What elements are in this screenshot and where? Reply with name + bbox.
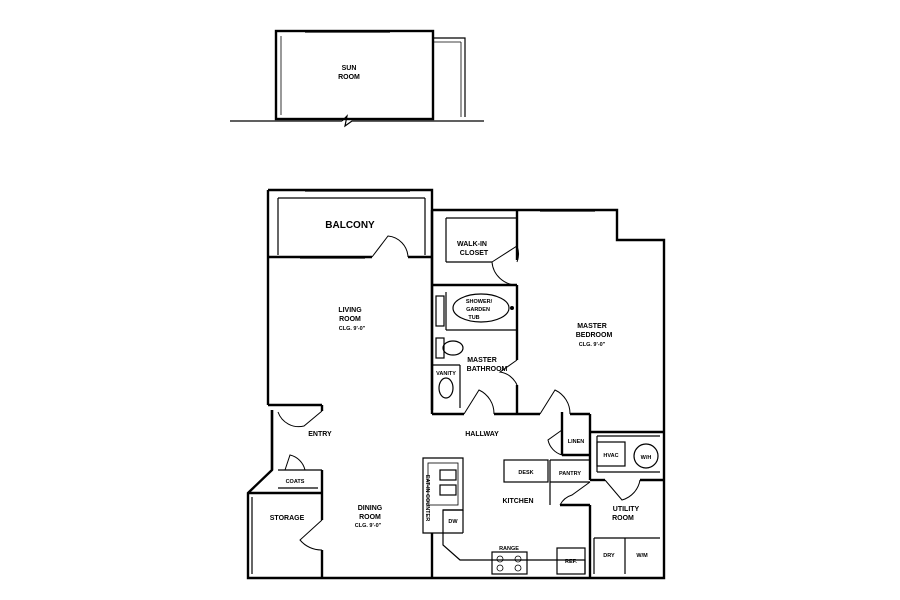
shower-label-3: TUB	[468, 315, 479, 321]
door-swings	[277, 235, 641, 551]
kitchen-label: KITCHEN	[502, 498, 533, 505]
dining-room-label-2: ROOM	[359, 514, 381, 521]
tub-drain	[510, 306, 514, 310]
coats-label: COATS	[286, 479, 305, 485]
sun-room-label: SUN	[342, 65, 357, 72]
vanity-label: VANITY	[436, 371, 456, 377]
master-bathroom-label-2: BATHROOM	[467, 366, 508, 373]
tub-fixture	[452, 293, 510, 323]
living-room-label: LIVING	[338, 307, 362, 314]
toilet-bowl	[442, 340, 464, 356]
entry-label: ENTRY	[308, 431, 332, 438]
living-room-label-2: ROOM	[339, 316, 361, 323]
bath-shelf	[435, 295, 445, 327]
pantry-label: PANTRY	[559, 471, 581, 477]
balcony-label: BALCONY	[325, 220, 375, 231]
kitchen-sink-bowl-1	[439, 469, 457, 481]
toilet-tank	[435, 337, 445, 359]
master-bedroom-label-2: BEDROOM	[576, 332, 613, 339]
storage-label: STORAGE	[270, 515, 305, 522]
walk-in-closet-label-2: CLOSET	[460, 250, 489, 257]
shower-label-2: GARDEN	[466, 307, 490, 313]
master-bedroom-label: MASTER	[577, 323, 607, 330]
desk-label: DESK	[518, 470, 533, 476]
master-bedroom-ceiling: CLG. 9'-0"	[579, 342, 606, 348]
linen-label: LINEN	[568, 439, 585, 445]
refrigerator-label: REF.	[565, 559, 577, 565]
range-fixture	[491, 551, 528, 575]
water-heater-label: W/H	[641, 455, 652, 461]
walk-in-closet-label: WALK-IN	[457, 241, 487, 248]
dining-room-ceiling: CLG. 9'-0"	[355, 523, 382, 529]
dishwasher-label: DW	[448, 519, 458, 525]
hvac-fixture	[596, 441, 626, 467]
utility-room-label-2: ROOM	[612, 515, 634, 522]
fixtures	[435, 293, 659, 575]
master-bathroom-label: MASTER	[467, 357, 497, 364]
refrigerator-fixture	[556, 547, 586, 575]
sun-room-label-2: ROOM	[338, 74, 360, 81]
dining-room-label: DINING	[358, 505, 383, 512]
shower-label: SHOWER/	[466, 299, 493, 305]
living-room-ceiling: CLG. 9'-0"	[339, 326, 366, 332]
utility-room-label: UTILITY	[613, 506, 640, 513]
apartment-walls	[246, 188, 666, 580]
eat-in-counter-label: EAT-IN COUNTER	[424, 475, 430, 521]
kitchen-sink-bowl-2	[439, 484, 457, 496]
sun-room-walls	[230, 29, 484, 128]
water-heater-fixture	[633, 443, 659, 469]
hallway-label: HALLWAY	[465, 431, 499, 438]
dryer-label: DRY	[603, 553, 615, 559]
hvac-label: HVAC	[603, 453, 618, 459]
vanity-sink	[438, 377, 454, 399]
washer-label: W/M	[636, 553, 648, 559]
range-label: RANGE	[499, 546, 519, 552]
